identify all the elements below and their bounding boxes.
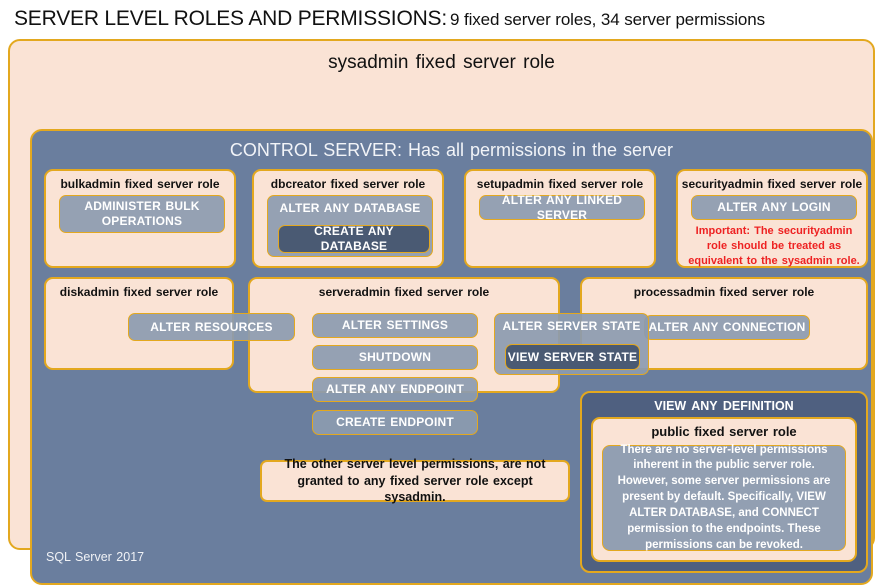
- securityadmin-warning-note: Important: The securityadmin role should…: [688, 225, 860, 267]
- role-title-processadmin: processadmin fixed server role: [633, 285, 815, 299]
- role-title-setupadmin: setupadmin fixed server role: [476, 177, 644, 191]
- permission-shutdown[interactable]: SHUTDOWN: [312, 345, 478, 370]
- role-title-dbcreator: dbcreator fixed server role: [270, 177, 426, 191]
- control-server-container: CONTROL SERVER: Has all permissions in t…: [30, 129, 873, 585]
- role-title-securityadmin: securityadmin fixed server role: [681, 177, 863, 191]
- sysadmin-role-title: sysadmin fixed server role: [328, 52, 555, 73]
- permission-create-endpoint[interactable]: CREATE ENDPOINT: [312, 410, 478, 435]
- role-card-bulkadmin: bulkadmin fixed server role ADMINISTER B…: [44, 169, 236, 268]
- permission-alter-any-login[interactable]: ALTER ANY LOGIN: [691, 195, 857, 220]
- sysadmin-role-container: sysadmin fixed server role CONTROL SERVE…: [8, 39, 875, 585]
- role-card-dbcreator: dbcreator fixed server role ALTER ANY DA…: [252, 169, 444, 268]
- page-title-subtitle: 9 fixed server roles, 34 server permissi…: [450, 10, 766, 29]
- page-title-main: SERVER LEVEL ROLES AND PERMISSIONS:: [14, 7, 447, 30]
- permission-alter-resources[interactable]: ALTER RESOURCES: [128, 313, 295, 341]
- permission-administer-bulk-operations[interactable]: ADMINISTER BULK OPERATIONS: [59, 195, 225, 233]
- control-server-title: CONTROL SERVER: Has all permissions in t…: [229, 140, 674, 160]
- role-title-public: public fixed server role: [651, 424, 797, 439]
- public-role-group: VIEW ANY DEFINITION public fixed server …: [580, 391, 868, 573]
- role-title-serveradmin: serveradmin fixed server role: [318, 285, 490, 299]
- role-title-diskadmin: diskadmin fixed server role: [59, 285, 219, 299]
- permission-view-server-state[interactable]: VIEW SERVER STATE: [505, 344, 640, 370]
- permission-create-any-database[interactable]: CREATE ANY DATABASE: [278, 224, 430, 253]
- permission-alter-any-connection[interactable]: ALTER ANY CONNECTION: [644, 315, 810, 340]
- permission-view-any-definition[interactable]: VIEW ANY DEFINITION: [654, 399, 794, 413]
- permission-alter-any-endpoint[interactable]: ALTER ANY ENDPOINT: [312, 377, 478, 402]
- product-version-label: SQL Server 2017: [46, 550, 145, 564]
- permission-alter-any-linked-server[interactable]: ALTER ANY LINKED SERVER: [479, 193, 645, 222]
- other-permissions-note: The other server level permissions, are …: [260, 457, 570, 504]
- role-card-setupadmin: setupadmin fixed server role ALTER ANY L…: [464, 169, 656, 268]
- role-card-public: public fixed server role There are no se…: [591, 417, 857, 562]
- permission-alter-settings[interactable]: ALTER SETTINGS: [312, 313, 478, 338]
- page-title: SERVER LEVEL ROLES AND PERMISSIONS:9 fix…: [14, 7, 874, 35]
- role-title-bulkadmin: bulkadmin fixed server role: [60, 177, 220, 191]
- public-role-description: There are no server-level permissions in…: [602, 444, 846, 551]
- role-card-securityadmin: securityadmin fixed server role ALTER AN…: [676, 169, 868, 268]
